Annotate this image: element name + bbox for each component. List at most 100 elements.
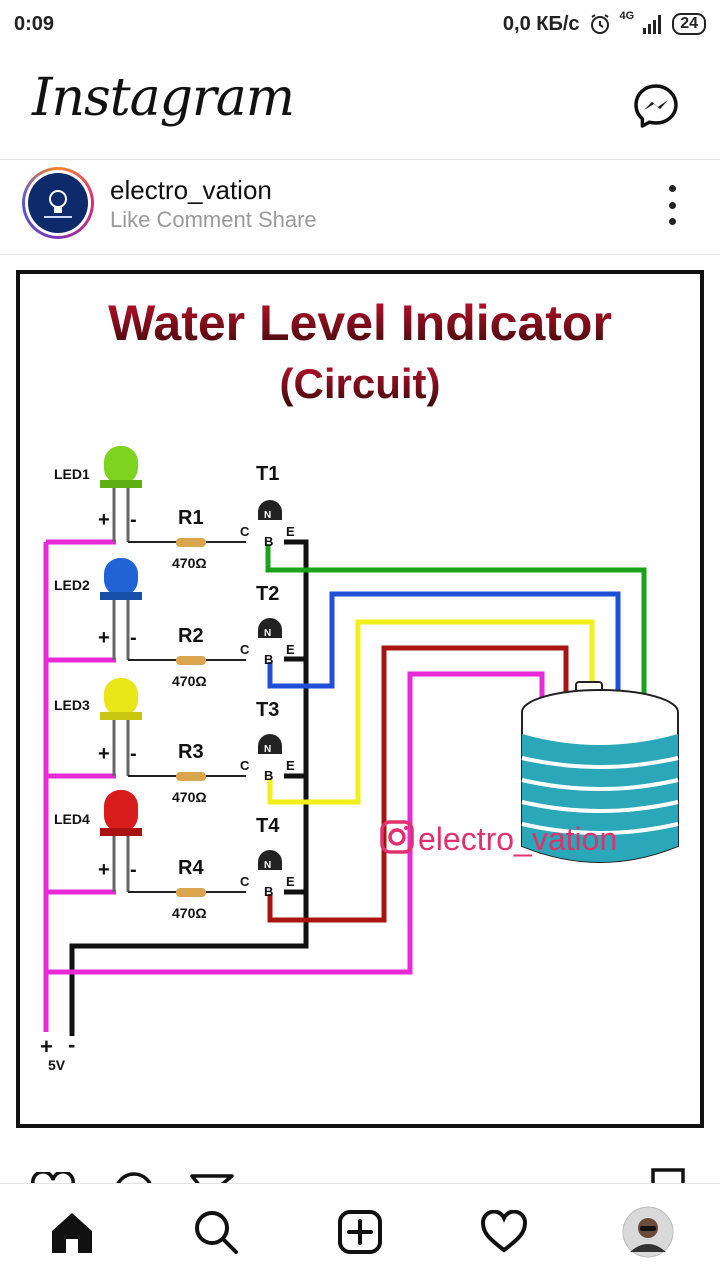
led1-minus: -: [130, 509, 137, 531]
battery-indicator: 24: [672, 13, 706, 35]
resistor4: [176, 888, 206, 897]
t4-label: T4: [256, 815, 280, 837]
heart-icon: [481, 1210, 527, 1253]
r4-value: 470Ω: [172, 905, 207, 921]
save-icon[interactable]: [650, 1168, 686, 1184]
post-username[interactable]: electro_vation: [110, 175, 272, 205]
status-right: 0,0 КБ/с 4G 24: [502, 10, 706, 36]
t3-label: T3: [256, 699, 279, 721]
t4-b: B: [264, 884, 273, 899]
r2-value: 470Ω: [172, 673, 207, 689]
t3-c: C: [240, 758, 250, 773]
supply-minus: -: [68, 1032, 75, 1057]
supply-plus: +: [40, 1034, 53, 1059]
nav-home[interactable]: [40, 1200, 104, 1264]
t3-e: E: [286, 758, 295, 773]
positive-wire: [43, 539, 545, 1032]
status-bar: 0:09 0,0 КБ/с 4G 24: [0, 0, 720, 48]
search-icon: [195, 1211, 238, 1254]
yellow-probe-wire: [267, 619, 595, 805]
led2-plus: +: [98, 627, 110, 649]
led3-body: [104, 678, 138, 716]
led2-body: [104, 558, 138, 596]
t4-c: C: [240, 874, 250, 889]
t2-body: [258, 618, 282, 638]
led4-body: [104, 790, 138, 832]
like-icon[interactable]: [30, 1172, 76, 1184]
t4-body: [258, 850, 282, 870]
t4-n: N: [264, 860, 271, 871]
r1-label: R1: [178, 507, 204, 529]
resistor2: [176, 656, 206, 665]
led2-label: LED2: [54, 577, 90, 593]
led3-minus: -: [130, 743, 137, 765]
t2-n: N: [264, 628, 271, 639]
t2-label: T2: [256, 583, 279, 605]
t2-b: B: [264, 652, 273, 667]
nav-add-post[interactable]: [328, 1200, 392, 1264]
t1-n: N: [264, 510, 271, 521]
app-header: Instagram: [0, 60, 720, 160]
bulb-logo-icon: [44, 190, 72, 218]
led4-minus: -: [130, 859, 137, 881]
more-options-icon[interactable]: [662, 185, 682, 225]
bottom-nav: [0, 1183, 720, 1280]
nav-profile[interactable]: [616, 1200, 680, 1264]
t3-n: N: [264, 744, 271, 755]
ground-wire: [69, 539, 309, 1036]
watermark-text: electro_vation: [418, 821, 617, 857]
led1-label: LED1: [54, 466, 90, 482]
led4-label: LED4: [54, 811, 90, 827]
instagram-logo: Instagram: [32, 68, 295, 128]
network-speed: 0,0 КБ/с: [502, 12, 580, 35]
status-time: 0:09: [14, 12, 55, 35]
stage-4: LED4 + - R4 470Ω T4 N C B E: [54, 790, 295, 921]
led3-label: LED3: [54, 697, 90, 713]
post-image[interactable]: Water Level Indicator (Circuit): [16, 270, 704, 1128]
messenger-icon[interactable]: [632, 82, 680, 130]
led1-plus: +: [98, 509, 110, 531]
led4-plus: +: [98, 859, 110, 881]
alarm-icon: [590, 14, 609, 34]
stage-3: LED3 + - R3 470Ω T3 N C B E: [54, 678, 295, 805]
led1-body: [104, 446, 138, 484]
post-avatar[interactable]: [22, 167, 94, 239]
r3-label: R3: [178, 741, 204, 763]
r3-value: 470Ω: [172, 789, 207, 805]
t2-c: C: [240, 642, 250, 657]
nav-search[interactable]: [184, 1200, 248, 1264]
post-actions: [0, 1160, 720, 1184]
led2-minus: -: [130, 627, 137, 649]
resistor1: [176, 538, 206, 547]
r2-label: R2: [178, 625, 204, 647]
t1-body: [258, 500, 282, 520]
red-probe-wire: [267, 645, 569, 923]
r1-value: 470Ω: [172, 555, 207, 571]
blue-probe-wire: [267, 591, 621, 762]
stage-1: LED1 + - R1 470Ω T1 N C B E: [54, 446, 295, 571]
signal-icon: [643, 15, 662, 34]
add-post-icon: [338, 1210, 382, 1254]
t4-e: E: [286, 874, 295, 889]
t3-body: [258, 734, 282, 754]
water-tank: [521, 681, 679, 863]
nav-activity[interactable]: [472, 1200, 536, 1264]
led3-plus: +: [98, 743, 110, 765]
t1-b: B: [264, 534, 273, 549]
post-subline: Like Comment Share: [110, 207, 317, 232]
t3-b: B: [264, 768, 273, 783]
green-probe-wire: [265, 544, 647, 744]
supply-voltage: 5V: [48, 1057, 66, 1073]
t1-label: T1: [256, 463, 279, 485]
diagram-subtitle: (Circuit): [280, 360, 441, 407]
share-icon[interactable]: [190, 1172, 234, 1184]
network-type: 4G: [619, 10, 635, 22]
profile-avatar: [622, 1206, 674, 1258]
diagram-title: Water Level Indicator: [108, 295, 612, 351]
home-icon: [52, 1213, 92, 1253]
comment-icon[interactable]: [112, 1172, 156, 1184]
t1-e: E: [286, 524, 295, 539]
post-header: electro_vation Like Comment Share: [0, 161, 720, 255]
r4-label: R4: [178, 857, 204, 879]
resistor3: [176, 772, 206, 781]
